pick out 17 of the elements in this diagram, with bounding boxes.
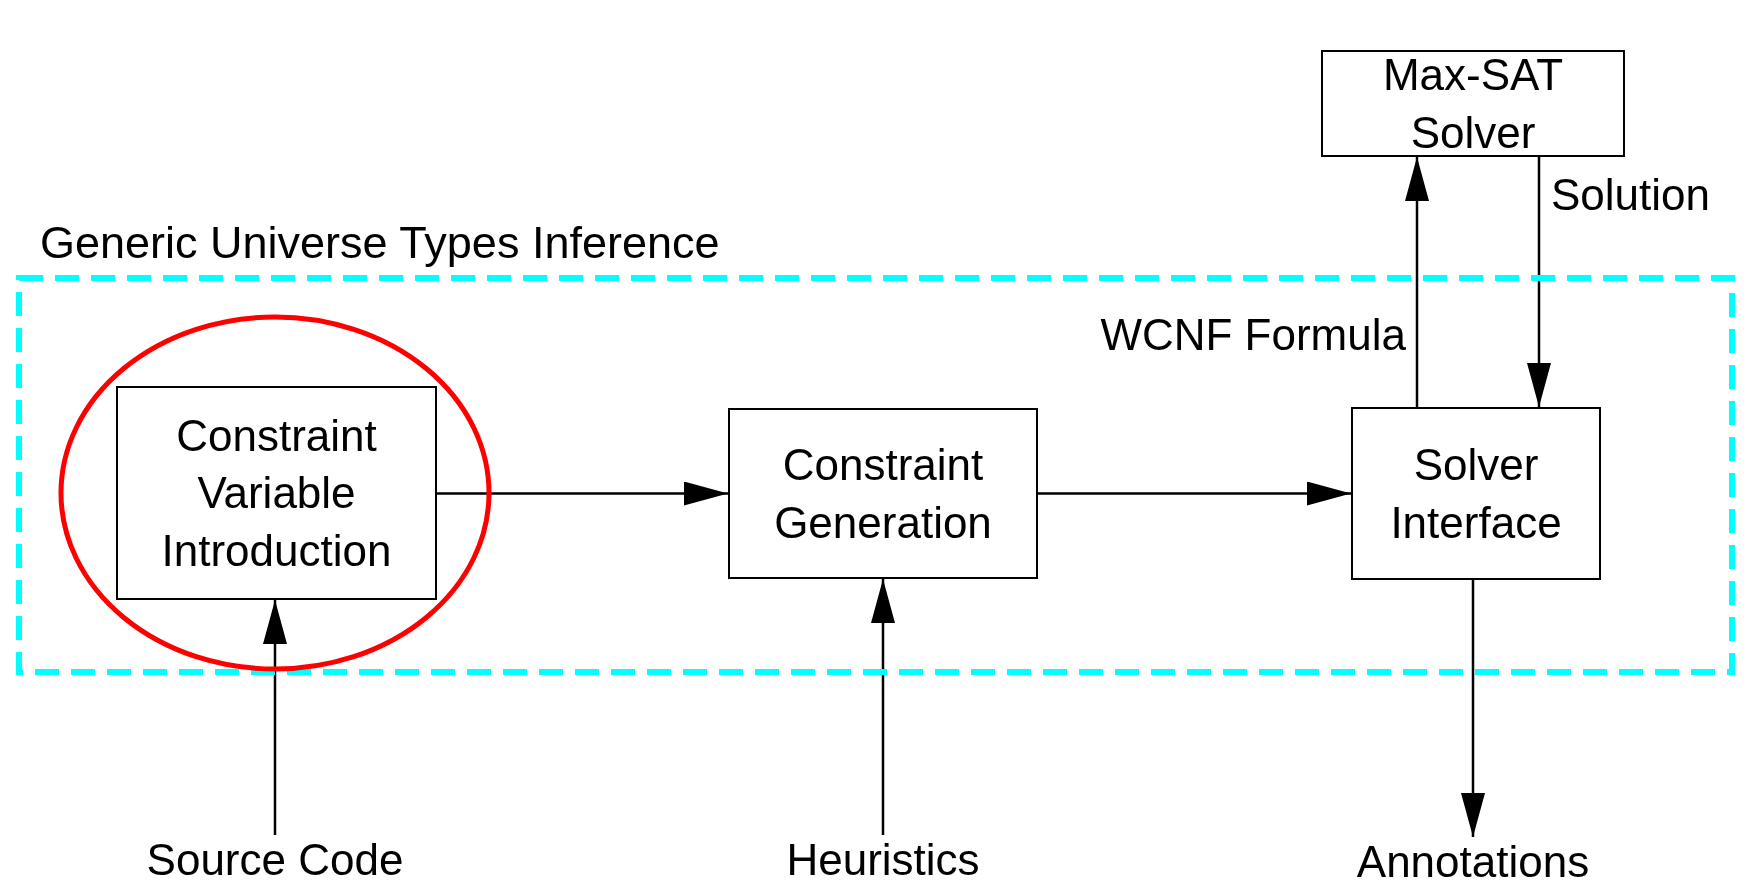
arrow — [1461, 580, 1485, 837]
group-title: Generic Universe Types Inference — [40, 217, 720, 269]
arrow — [1405, 157, 1429, 407]
arrow — [1038, 481, 1351, 506]
process-box: Max-SAT Solver — [1321, 50, 1625, 157]
input-output-text: Heuristics — [760, 835, 1006, 889]
edge-label: Solution — [1551, 170, 1710, 220]
process-box: Solver Interface — [1351, 407, 1601, 580]
input-output-text: Annotations — [1320, 837, 1626, 889]
arrow — [871, 579, 895, 835]
process-box: Constraint Generation — [728, 408, 1038, 579]
edge-label: WCNF Formula — [1100, 310, 1406, 360]
process-box: Constraint Variable Introduction — [116, 386, 437, 600]
input-output-text: Source Code — [110, 835, 440, 889]
arrow — [437, 481, 728, 506]
arrow — [263, 600, 287, 835]
arrow — [1527, 157, 1551, 407]
